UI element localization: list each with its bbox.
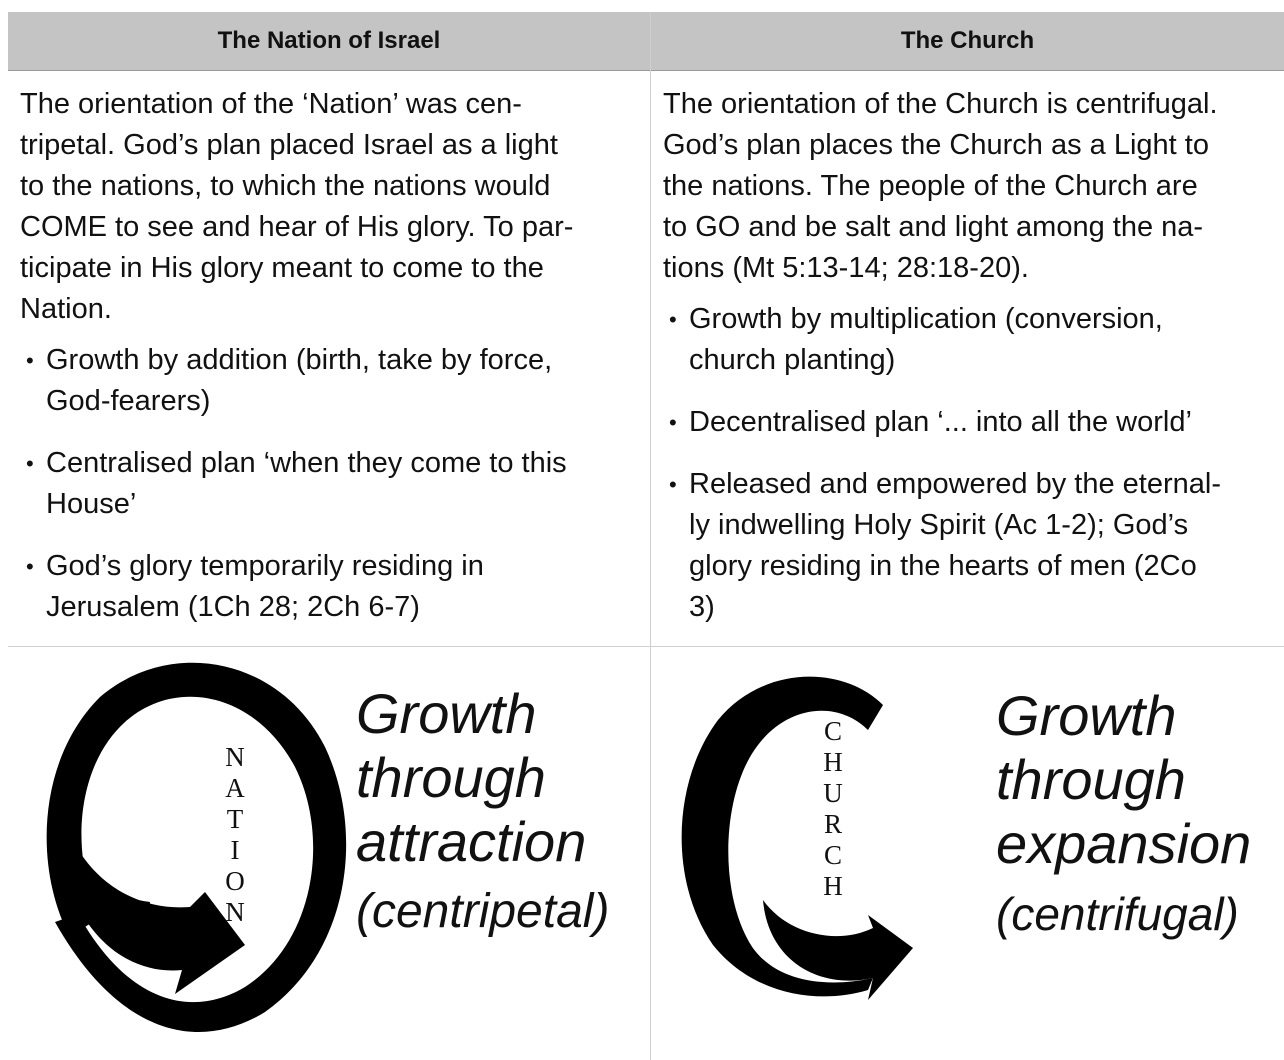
bullet-icon: • [26, 348, 34, 373]
list-item: • Released and empowered by the eternal-… [663, 464, 1281, 628]
israel-line: The orientation of the ‘Nation’ was cen- [20, 88, 522, 120]
caption-line: through [356, 746, 546, 809]
bullet-text: Released and empowered by the eternal- [689, 468, 1221, 500]
church-letter: U [823, 778, 843, 808]
caption-line: expansion [996, 812, 1252, 875]
nation-letter: O [225, 866, 245, 896]
bullet-icon: • [26, 451, 34, 476]
bullet-text: House’ [46, 488, 137, 520]
caption-line: Growth [356, 682, 537, 745]
centripetal-arrow-icon [46, 662, 347, 1033]
church-letter: H [823, 871, 843, 901]
nation-letter: T [226, 804, 244, 834]
church-line: the nations. The people of the Church ar… [663, 170, 1198, 202]
bullet-text: ly indwelling Holy Spirit (Ac 1-2); God’… [689, 509, 1189, 541]
row-divider [8, 646, 1284, 647]
bullet-icon: • [669, 410, 677, 435]
israel-line: Nation. [20, 293, 112, 325]
caption-line: (centripetal) [356, 885, 610, 938]
nation-vertical-word: N A T I O N [220, 742, 250, 928]
bullet-text: 3) [689, 591, 715, 623]
israel-line: to the nations, to which the nations wou… [20, 170, 551, 202]
israel-line: ticipate in His glory meant to come to t… [20, 252, 544, 284]
bullet-text: Growth by addition (birth, take by force… [46, 344, 553, 376]
church-bullet-list: • Growth by multiplication (conversion, … [663, 299, 1281, 628]
israel-line: COME to see and hear of His glory. To pa… [20, 211, 574, 243]
church-vertical-word: C H U R C H [818, 716, 848, 902]
nation-letter: N [225, 742, 245, 772]
church-line: tions (Mt 5:13-14; 28:18-20). [663, 252, 1029, 284]
church-line: The orientation of the Church is centrif… [663, 88, 1218, 120]
bullet-text: God’s glory temporarily residing in [46, 550, 484, 582]
nation-caption: Growth through attraction (centripetal) [356, 682, 609, 944]
bullet-icon: • [669, 307, 677, 332]
bullet-text: church planting) [689, 344, 896, 376]
bullet-text: Decentralised plan ‘... into all the wor… [689, 406, 1192, 438]
church-paragraph: The orientation of the Church is centrif… [663, 84, 1281, 289]
caption-line: (centrifugal) [996, 888, 1239, 940]
nation-letter: I [230, 835, 240, 865]
list-item: • Growth by multiplication (conversion, … [663, 299, 1281, 381]
bullet-text: God-fearers) [46, 385, 211, 417]
list-item: • Growth by addition (birth, take by for… [20, 340, 632, 422]
nation-letter: N [225, 897, 245, 927]
church-description-cell: The orientation of the Church is centrif… [663, 84, 1281, 649]
bullet-text: Jerusalem (1Ch 28; 2Ch 6-7) [46, 591, 420, 623]
column-divider [650, 12, 651, 1060]
list-item: • God’s glory temporarily residing in Je… [20, 546, 632, 628]
caption-line: attraction [356, 810, 587, 873]
list-item: • Centralised plan ‘when they come to th… [20, 443, 632, 525]
israel-line: tripetal. God’s plan placed Israel as a … [20, 129, 558, 161]
comparison-table: The Nation of Israel The Church The orie… [8, 12, 1284, 1060]
israel-description-cell: The orientation of the ‘Nation’ was cen-… [20, 84, 632, 649]
bullet-text: glory residing in the hearts of men (2Co [689, 550, 1197, 582]
bullet-icon: • [669, 472, 677, 497]
bullet-text: Centralised plan ‘when they come to this [46, 447, 567, 479]
church-letter: C [823, 840, 842, 870]
centrifugal-arrow-icon [681, 676, 913, 1000]
israel-bullet-list: • Growth by addition (birth, take by for… [20, 340, 632, 628]
caption-line: through [996, 748, 1186, 811]
church-line: to GO and be salt and light among the na… [663, 211, 1204, 243]
church-letter: R [823, 809, 842, 839]
header-israel: The Nation of Israel [8, 12, 650, 71]
church-letter: H [823, 747, 843, 777]
bullet-text: Growth by multiplication (conversion, [689, 303, 1163, 335]
bullet-icon: • [26, 554, 34, 579]
church-letter: C [823, 716, 842, 746]
church-caption: Growth through expansion (centrifugal) [996, 684, 1251, 946]
church-line: God’s plan places the Church as a Light … [663, 129, 1209, 161]
nation-letter: A [225, 773, 245, 803]
list-item: • Decentralised plan ‘... into all the w… [663, 402, 1281, 443]
israel-paragraph: The orientation of the ‘Nation’ was cen-… [20, 84, 632, 330]
caption-line: Growth [996, 684, 1177, 747]
header-church: The Church [651, 12, 1284, 71]
